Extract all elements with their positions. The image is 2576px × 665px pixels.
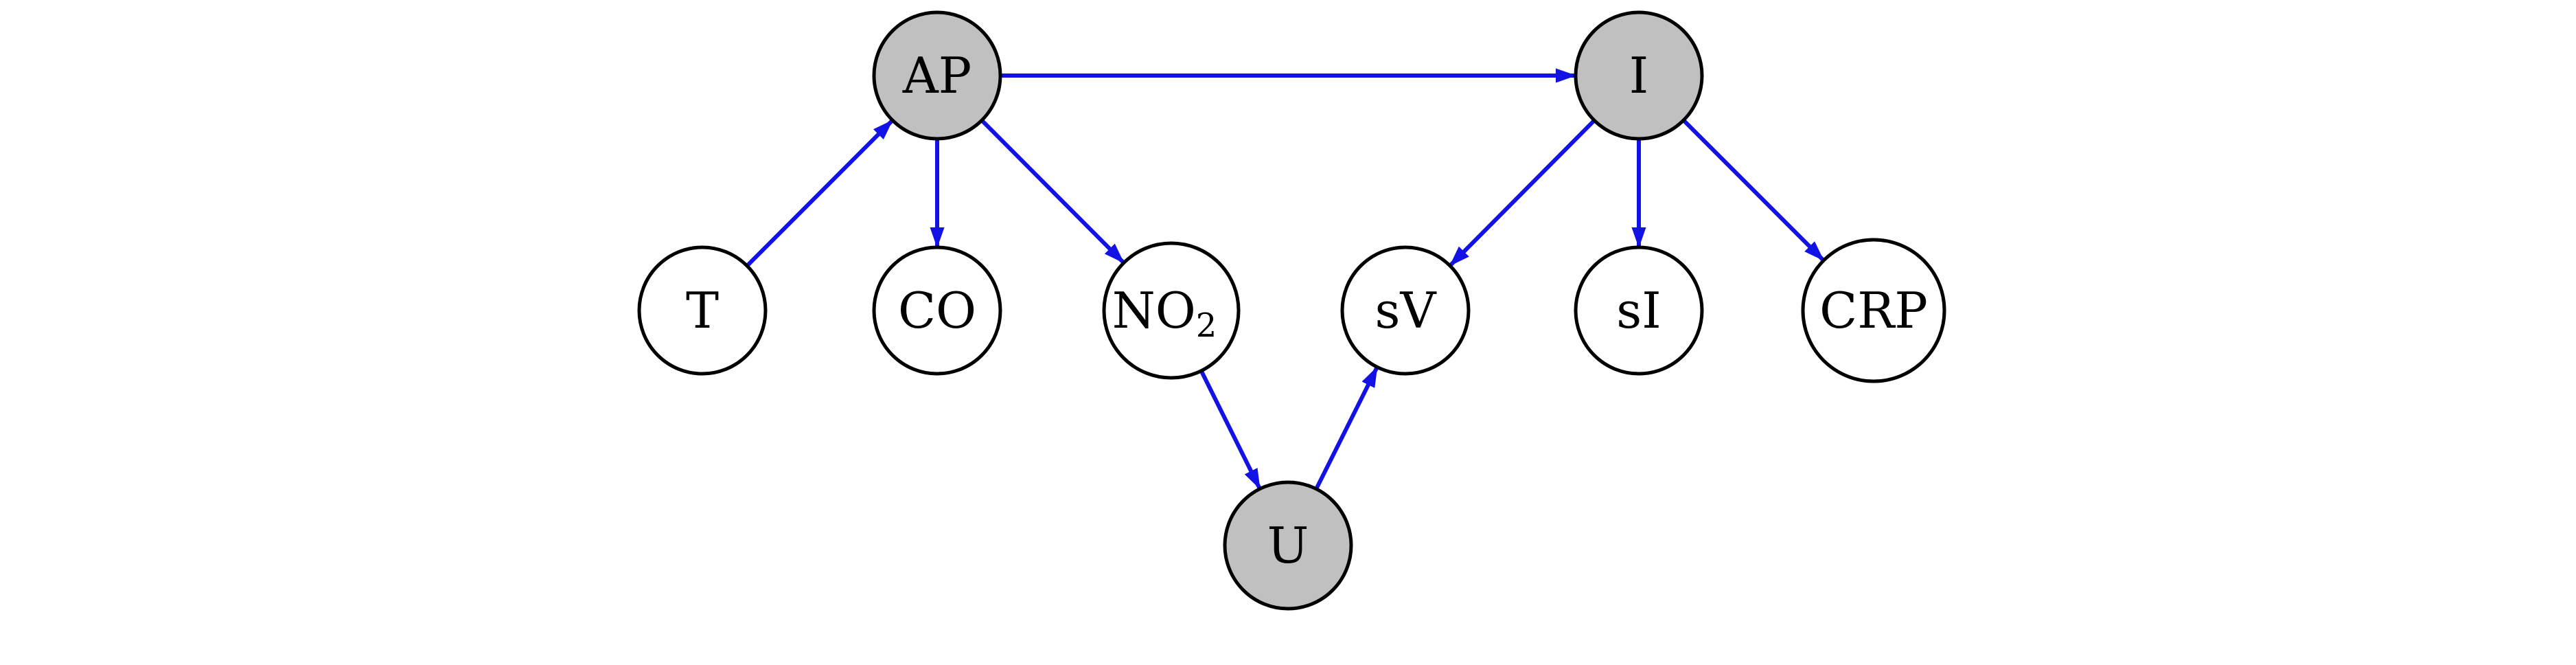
- edge-i-to-crp: [1681, 118, 1824, 261]
- node-label: CO: [898, 282, 976, 339]
- edge-u-to-sv: [1314, 366, 1379, 491]
- edge-ap-to-no2: [980, 119, 1125, 264]
- node-label: sI: [1616, 282, 1661, 339]
- node-circle: [1574, 10, 1704, 141]
- node-label: AP: [902, 47, 971, 104]
- edge-t-to-ap: [745, 120, 893, 268]
- node-crp: CRP: [1801, 238, 1946, 383]
- node-t: T: [637, 245, 768, 376]
- node-label-subscript: 2: [1196, 306, 1217, 345]
- node-circle: [1340, 245, 1471, 376]
- node-circle: [637, 245, 768, 376]
- node-co: CO: [872, 245, 1002, 376]
- node-label: CRP: [1819, 282, 1928, 339]
- edge-i-to-sv: [1449, 119, 1596, 267]
- edges: [745, 68, 1824, 491]
- node-label: U: [1267, 517, 1309, 574]
- node-u: U: [1223, 480, 1353, 611]
- node-circle: [872, 10, 1002, 141]
- node-circle: [1574, 245, 1704, 376]
- node-label: T: [686, 282, 719, 339]
- edge-no2-to-u: [1199, 370, 1261, 490]
- node-i: I: [1574, 10, 1704, 141]
- node-label: sV: [1375, 282, 1438, 339]
- node-label: I: [1629, 47, 1648, 104]
- node-circle: [1801, 238, 1946, 383]
- node-circle: [1223, 480, 1353, 611]
- node-sv: sV: [1340, 245, 1471, 376]
- nodes: AP I T CO NO2 sV sI CRP U: [637, 10, 1946, 611]
- node-ap: AP: [872, 10, 1002, 141]
- node-circle: [1102, 241, 1241, 380]
- node-no2: NO2: [1102, 241, 1241, 380]
- node-si: sI: [1574, 245, 1704, 376]
- node-circle: [872, 245, 1002, 376]
